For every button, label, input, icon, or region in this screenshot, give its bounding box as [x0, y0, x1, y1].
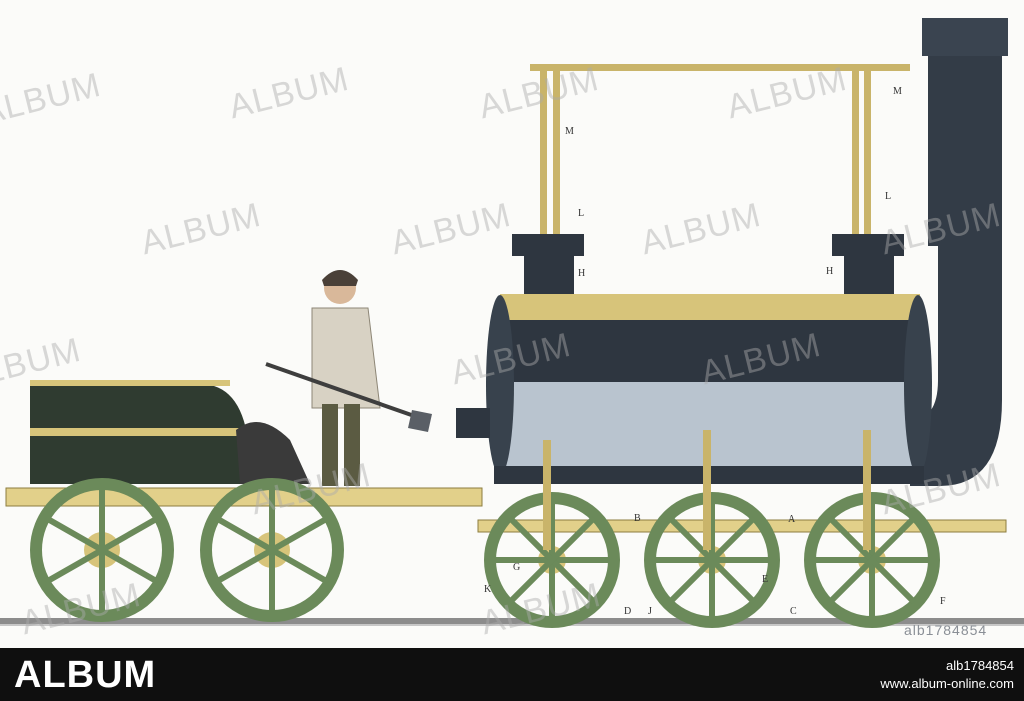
reference-id: alb1784854	[946, 658, 1014, 673]
locomotive-illustration: M M L L H H B A G E K D J C F ALBUM ALBU…	[0, 18, 1024, 643]
footer-bar: ALBUM alb1784854 www.album-online.com	[0, 648, 1024, 701]
piston-rod-left	[540, 70, 547, 240]
part-label: E	[762, 574, 768, 585]
cylinder-right	[832, 234, 904, 256]
part-label: M	[565, 126, 574, 137]
top-beam	[530, 64, 910, 71]
cylinder-left	[512, 234, 584, 256]
rail-shadow	[0, 624, 1024, 626]
chimney	[910, 18, 1008, 486]
part-label: C	[790, 606, 797, 617]
brand-logo: ALBUM	[14, 654, 157, 696]
part-label: H	[826, 266, 833, 277]
drive-rod-2	[703, 430, 711, 550]
part-label: A	[788, 514, 796, 525]
piston-rod-right-2	[864, 70, 871, 240]
drive-rod-1	[543, 440, 551, 550]
tender-wheel-2	[200, 478, 344, 622]
drive-rod-3	[863, 430, 871, 550]
part-label: D	[624, 606, 631, 617]
plate-number: alb1784854	[904, 622, 988, 638]
footer-reference: alb1784854 www.album-online.com	[880, 657, 1014, 693]
cylinder-right-body	[844, 256, 894, 300]
part-label: G	[513, 562, 520, 573]
cylinder-left-body	[524, 256, 574, 300]
locomotive-drawing: M M L L H H B A G E K D J C F	[0, 18, 1024, 628]
part-label: L	[578, 208, 584, 219]
part-label: F	[940, 596, 946, 607]
fireman-figure	[265, 270, 432, 486]
part-label: H	[578, 268, 585, 279]
loco-wheel-3	[804, 492, 940, 628]
loco-wheel-1	[484, 492, 620, 628]
part-label: B	[634, 513, 641, 524]
piston-rod-left-2	[553, 70, 560, 240]
rail-track	[0, 618, 1024, 624]
part-label: L	[885, 191, 891, 202]
boiler	[456, 294, 932, 484]
tender-wheel-1	[30, 478, 174, 622]
part-label: K	[484, 584, 492, 595]
loco-wheel-2	[644, 492, 780, 628]
piston-rod-right	[852, 70, 859, 240]
part-label: M	[893, 86, 902, 97]
part-label: J	[648, 606, 652, 617]
website-link[interactable]: www.album-online.com	[880, 676, 1014, 691]
